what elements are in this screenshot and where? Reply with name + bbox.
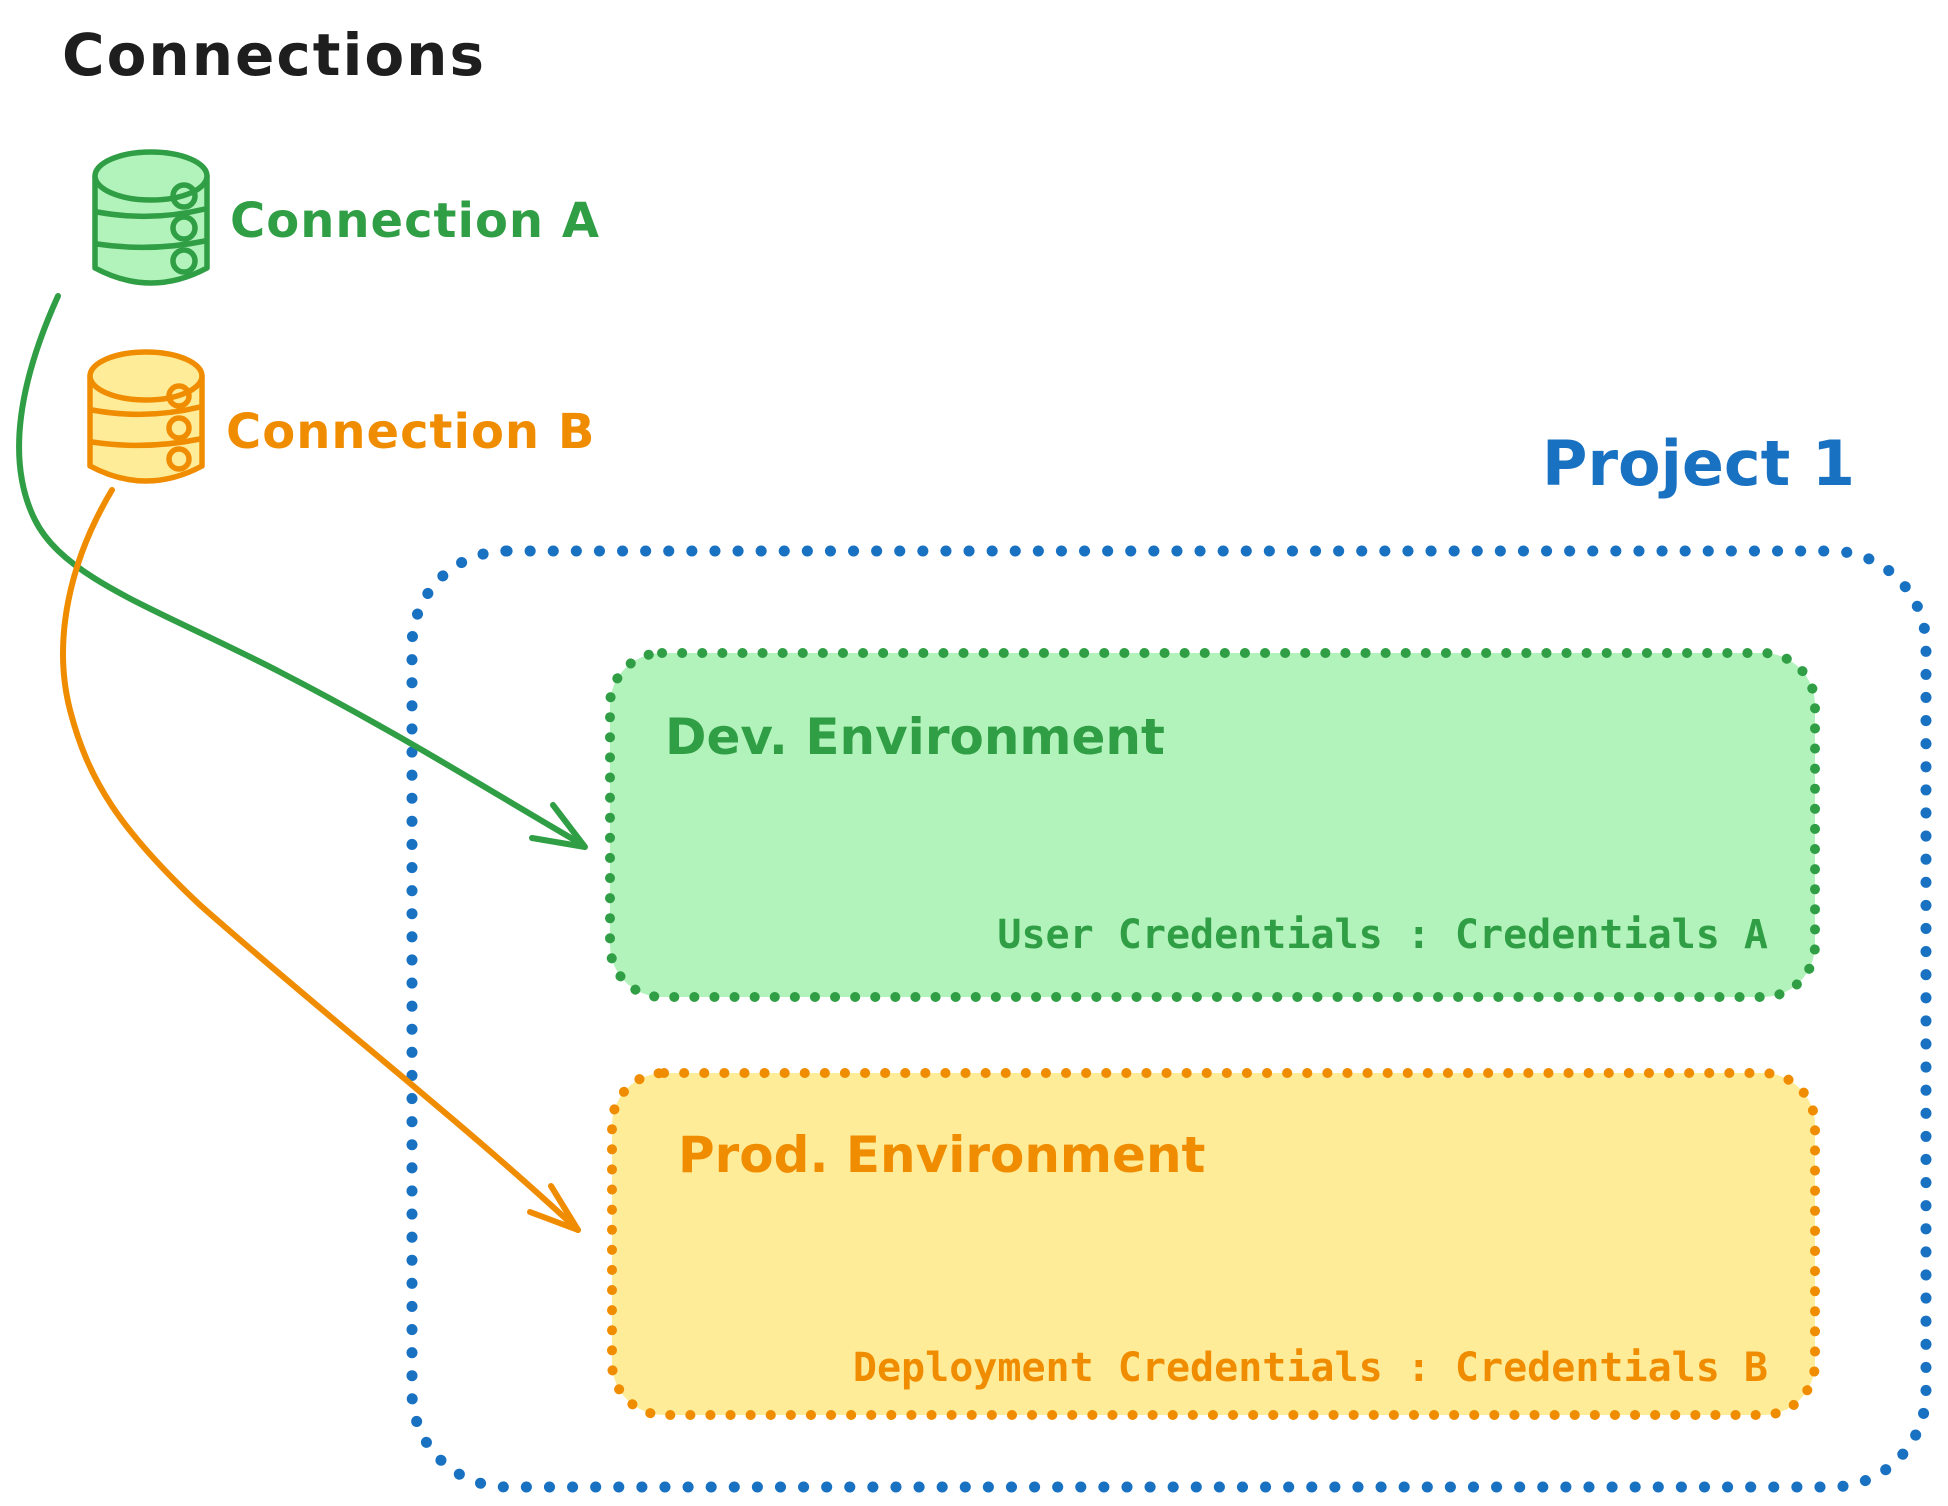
dev-environment-title: Dev. Environment [665,708,1165,766]
prod-environment-title: Prod. Environment [678,1126,1206,1184]
prod-environment-box [607,1068,1820,1420]
arrowhead-icon [527,1183,581,1233]
prod-environment-credentials: Deployment Credentials : Credentials B [852,1345,1768,1391]
project-1-title: Project 1 [1542,427,1856,500]
connection-a-arrow [16,293,588,850]
connection-a-database-icon [92,149,210,286]
connection-b-label: Connection B [226,404,596,460]
connection-b-database-icon [87,349,205,484]
dev-environment-credentials: User Credentials : Credentials A [997,912,1768,958]
dev-environment-box [605,648,1820,1002]
connections-panel-title: Connections [62,21,486,89]
connection-a-label: Connection A [230,193,600,249]
arrowhead-icon [529,802,588,850]
connection-b-arrow [60,487,581,1233]
project-1-container-box [406,545,1932,1493]
